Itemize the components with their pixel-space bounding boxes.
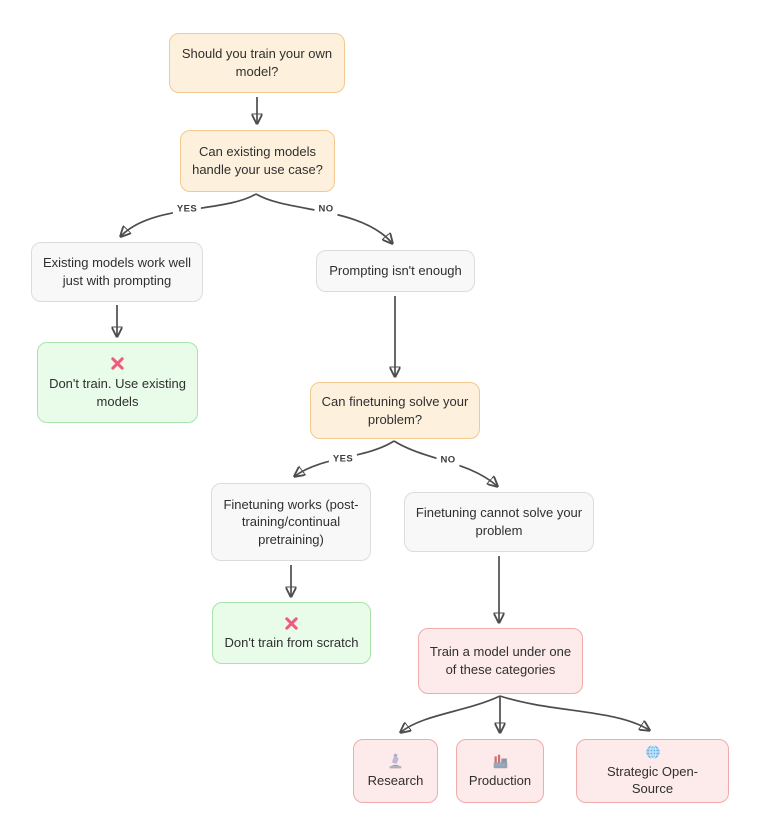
edge-label-yes-2: YES bbox=[328, 452, 358, 466]
node-finetuning-question: Can finetuning solve your problem? bbox=[310, 382, 480, 439]
node-label: Finetuning works (post-training/continua… bbox=[223, 496, 359, 547]
node-start: Should you train your own model? bbox=[169, 33, 345, 93]
cross-mark-icon bbox=[110, 355, 125, 373]
node-label: Prompting isn't enough bbox=[329, 263, 462, 279]
microscope-icon bbox=[387, 752, 404, 770]
edge-existing-no bbox=[255, 193, 392, 243]
node-dont-train-scratch: Don't train from scratch bbox=[212, 602, 371, 664]
node-finetuning-cannot: Finetuning cannot solve your problem bbox=[404, 492, 594, 552]
node-label: Should you train your own model? bbox=[181, 46, 333, 79]
node-label: Can existing models handle your use case… bbox=[192, 144, 323, 177]
cross-mark-icon bbox=[284, 614, 299, 632]
factory-icon bbox=[492, 752, 509, 770]
edge-label-no-2: NO bbox=[436, 453, 460, 467]
node-production: Production bbox=[456, 739, 544, 803]
edge-label-yes-1: YES bbox=[172, 202, 202, 216]
node-label: Strategic Open-Source bbox=[606, 763, 699, 797]
node-label: Don't train. Use existing models bbox=[49, 375, 186, 409]
node-label: Don't train from scratch bbox=[224, 635, 359, 651]
edge-train-research bbox=[401, 695, 501, 732]
node-prompting-works: Existing models work well just with prom… bbox=[31, 242, 203, 302]
node-dont-train-use-existing: Don't train. Use existing models bbox=[37, 342, 198, 423]
edge-train-opensource bbox=[499, 695, 649, 730]
node-label: Production bbox=[468, 773, 532, 789]
node-label: Existing models work well just with prom… bbox=[42, 255, 192, 288]
globe-icon bbox=[645, 744, 661, 761]
node-finetuning-works: Finetuning works (post-training/continua… bbox=[211, 483, 371, 561]
node-label: Can finetuning solve your problem? bbox=[321, 393, 469, 427]
node-train-category: Train a model under one of these categor… bbox=[418, 628, 583, 694]
node-existing-question: Can existing models handle your use case… bbox=[180, 130, 335, 192]
node-prompting-not-enough: Prompting isn't enough bbox=[316, 250, 475, 292]
node-label: Finetuning cannot solve your problem bbox=[415, 505, 583, 538]
edge-label-no-1: NO bbox=[314, 202, 338, 216]
node-strategic-open-source: Strategic Open-Source bbox=[576, 739, 729, 803]
node-research: Research bbox=[353, 739, 438, 803]
node-label: Research bbox=[367, 773, 424, 789]
node-label: Train a model under one of these categor… bbox=[429, 644, 572, 677]
